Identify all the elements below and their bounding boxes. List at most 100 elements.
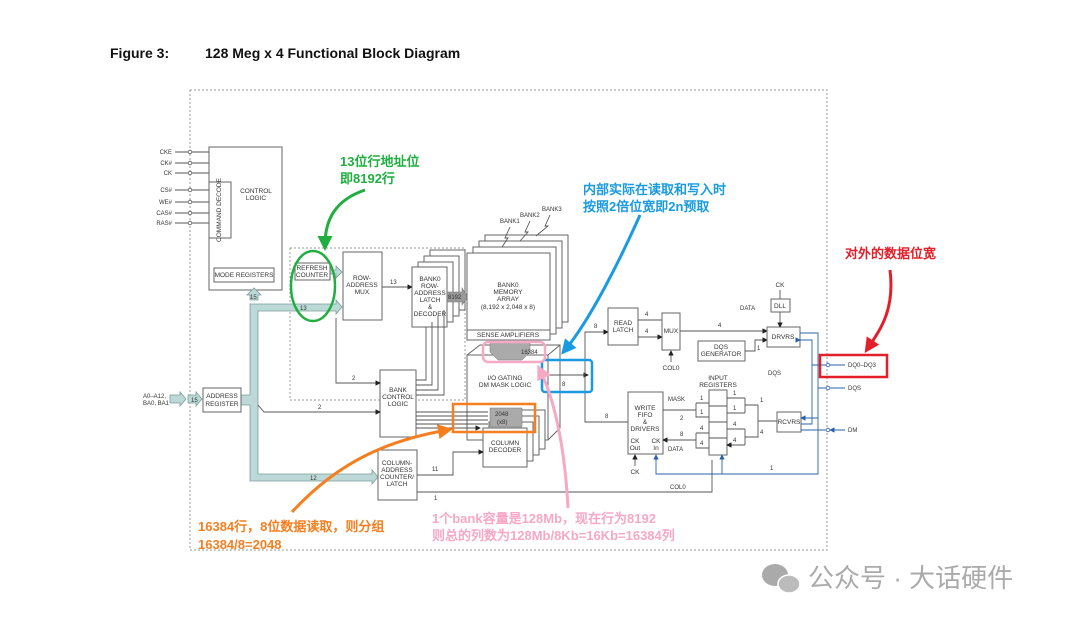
annotation-red: 对外的数据位宽 (818, 246, 936, 379)
column-counter-label: COUNTER/ (380, 474, 414, 481)
bank-control-label: CONTROL (382, 394, 414, 401)
bank0-row-latch-label: BANK0 (419, 276, 441, 283)
bus-width-4b: 4 (645, 329, 649, 335)
annotation-orange: 16384行，8位数据读取，则分组 16384/8=2048 (198, 402, 537, 552)
command-decode-block (208, 181, 232, 239)
bus-width-13: 13 (300, 306, 307, 312)
bank-control-logic-block (379, 369, 417, 438)
memory-array-label: ARRAY (497, 296, 520, 303)
ck-fifo-label: CK (630, 469, 640, 476)
row-address-mux-block (342, 251, 383, 321)
input-registers-block (708, 389, 728, 456)
bus-width-x8: (x8) (497, 420, 507, 426)
bank0-memory-array (466, 252, 551, 341)
bus-width-4d: 4 (718, 323, 722, 329)
bus-width-8-write: 8 (605, 414, 609, 420)
dqs-generator-label: GENERATOR (701, 351, 742, 358)
dm-mask-logic-label: DM MASK LOGIC (479, 382, 532, 389)
bank-address-input-label: BA0, BA1 (143, 401, 170, 407)
annotation-green: 13位行地址位 即8192行 (289, 154, 419, 323)
mux-label: MUX (664, 328, 679, 335)
bank2-label: BANK2 (520, 213, 540, 219)
dll-label: DLL (774, 303, 786, 310)
green-note-line1: 13位行地址位 (340, 154, 419, 169)
bank1-label: BANK1 (500, 219, 520, 225)
bank0-row-latch-label: LATCH (420, 297, 441, 304)
column-decoder-stack (482, 409, 546, 468)
input-cs: CS# (160, 188, 172, 194)
address-register-block (202, 387, 242, 413)
annotation-pink: 1个bank容量是128Mb，现在行为8192 则总的列数为128Mb/8Kb=… (432, 340, 675, 543)
pink-note-line1: 1个bank容量是128Mb，现在行为8192 (432, 511, 656, 526)
ck-in-label: CK (651, 438, 661, 445)
wechat-logo-icon (762, 564, 801, 594)
column-decoder-label: DECODER (489, 447, 522, 454)
memory-array-size: (8,192 x 2,048 x 8) (481, 304, 535, 311)
annotation-blue: 内部实际在读取和写入时 按照2倍位宽即2n预取 (540, 182, 726, 394)
refresh-counter-label: COUNTER (296, 272, 328, 279)
row-address-mux-label: ADDRESS (346, 282, 378, 289)
bus-width-8-io: 8 (562, 382, 566, 388)
bus-width-12: 12 (310, 476, 317, 482)
input-cke: CKE (160, 150, 172, 156)
control-logic-label: CONTROL (240, 188, 272, 195)
bus-width-11: 11 (432, 467, 439, 473)
input-ras: RAS# (156, 221, 172, 227)
column-decoder-label: COLUMN (491, 440, 519, 447)
watermark: 公众号 · 大话硬件 (808, 563, 1013, 593)
refresh-counter-block (294, 262, 331, 281)
bus-width-i4d: 4 (733, 438, 737, 444)
control-logic-label: LOGIC (246, 195, 267, 202)
memory-array-label: MEMORY (493, 289, 523, 296)
bus-width-2b: 2 (318, 405, 322, 411)
col0-mux-label: COL0 (663, 365, 680, 372)
orange-note-line2: 16384/8=2048 (198, 537, 282, 552)
io-pin-wiring (653, 332, 845, 475)
dll-block (770, 298, 791, 313)
row-address-mux-label: MUX (355, 289, 370, 296)
memory-array-label: BANK0 (497, 282, 519, 289)
memory-array-stack (466, 234, 569, 341)
dqs-internal-label: DQS (768, 371, 781, 377)
ck-out-label: Out (630, 445, 641, 452)
column-counter-label: LATCH (387, 481, 408, 488)
data-label: DATA (740, 306, 755, 312)
bus-width-2a: 2 (352, 376, 356, 382)
write-fifo-label: FIFO (638, 412, 653, 419)
write-fifo-label: WRITE (635, 405, 657, 412)
column-decoder-block (482, 427, 528, 468)
input-ck: CK (164, 171, 172, 177)
ck-in-label: In (653, 445, 659, 452)
bank0-row-latch-label: DECODER (414, 311, 447, 318)
bus-width-data-8: 8 (680, 432, 684, 438)
control-inputs: CKE CK# CK CS# WE# CAS# RAS# (156, 149, 209, 227)
read-latch-label: READ (614, 320, 632, 327)
green-note-line2: 即8192行 (340, 171, 395, 186)
refresh-region (289, 247, 466, 401)
input-we: WE# (159, 200, 173, 206)
bus-width-2048: 2048 (495, 412, 509, 418)
row-bus-8192 (446, 287, 469, 306)
read-latch-label: LATCH (613, 327, 634, 334)
bus-width-4a: 4 (645, 312, 649, 318)
command-decode-label: COMMAND DECODE (216, 177, 223, 242)
input-ck-bar: CK# (160, 161, 172, 167)
bus-width-r1: 1 (760, 398, 764, 404)
bus-width-8192: 8192 (448, 295, 462, 301)
input-registers-label: REGISTERS (699, 382, 737, 389)
row-address-mux-label: ROW- (353, 275, 371, 282)
input-cas: CAS# (156, 211, 172, 217)
bus-width-8-read: 8 (594, 324, 598, 330)
write-fifo-label: & (643, 419, 648, 426)
bank3-label: BANK3 (542, 207, 562, 213)
bank-row-latch-stack (411, 249, 466, 328)
bus-width-16384: 16384 (521, 350, 538, 356)
address-bus (169, 265, 379, 486)
bank0-row-latch-label: ROW- (421, 283, 439, 290)
pin-dq0-dq3: DQ0–DQ3 (848, 363, 877, 369)
bus-width-1-dqs: 1 (757, 346, 761, 352)
bus-width-15: 15 (250, 295, 257, 301)
blue-note-line2: 按照2倍位宽即2n预取 (583, 199, 710, 214)
figure-label: Figure 3: (110, 45, 169, 61)
